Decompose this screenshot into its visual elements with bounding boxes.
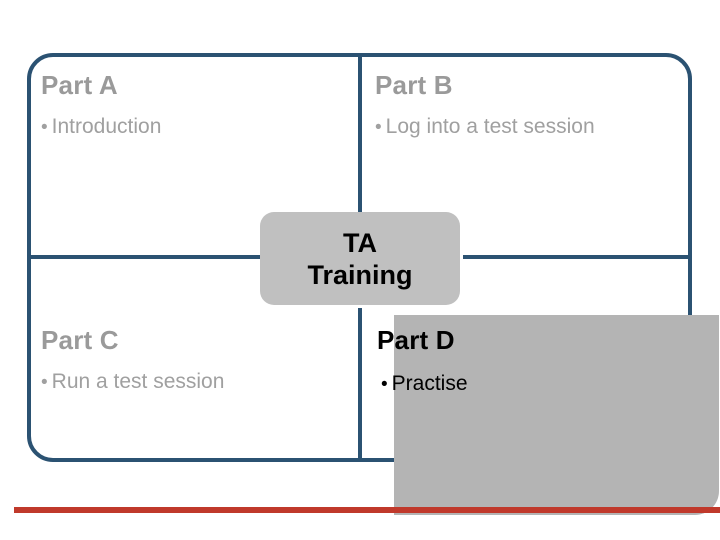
bullet-icon: • (381, 374, 388, 395)
quadrant-part-b[interactable]: Part B •Log into a test session (375, 70, 685, 141)
center-callout-box[interactable]: TA Training (260, 212, 460, 305)
quadrant-b-bullet-item: •Log into a test session (375, 114, 685, 141)
quadrant-d-title: Part D (377, 325, 455, 355)
quadrant-a-title: Part A (41, 70, 118, 100)
quadrant-c-title: Part C (41, 325, 119, 355)
quadrant-part-c[interactable]: Part C •Run a test session (41, 325, 341, 396)
bullet-icon: • (41, 117, 48, 138)
quadrant-c-bullet-item: •Run a test session (41, 369, 341, 396)
center-callout-line-2: Training (307, 259, 413, 290)
bullet-icon: • (375, 117, 382, 138)
quadrant-c-bullet-text: Run a test session (51, 370, 225, 393)
quadrant-b-title: Part B (375, 70, 453, 100)
quadrant-a-bullet-item: •Introduction (41, 114, 341, 141)
quadrant-a-bullet-text: Introduction (51, 115, 162, 138)
quadrant-d-bullet-item: •Practise (381, 371, 682, 398)
bottom-accent-rule (14, 507, 720, 513)
quadrant-part-a[interactable]: Part A •Introduction (41, 70, 341, 141)
center-callout-line-1: TA (342, 227, 377, 258)
quadrant-d-highlight-fill (394, 315, 719, 515)
bullet-icon: • (41, 372, 48, 393)
center-callout-label: TA Training (307, 227, 412, 291)
quadrant-b-bullet-text: Log into a test session (385, 115, 595, 138)
quadrant-part-d[interactable]: Part D •Practise (377, 325, 682, 398)
quadrant-d-bullet-text: Practise (391, 372, 468, 395)
